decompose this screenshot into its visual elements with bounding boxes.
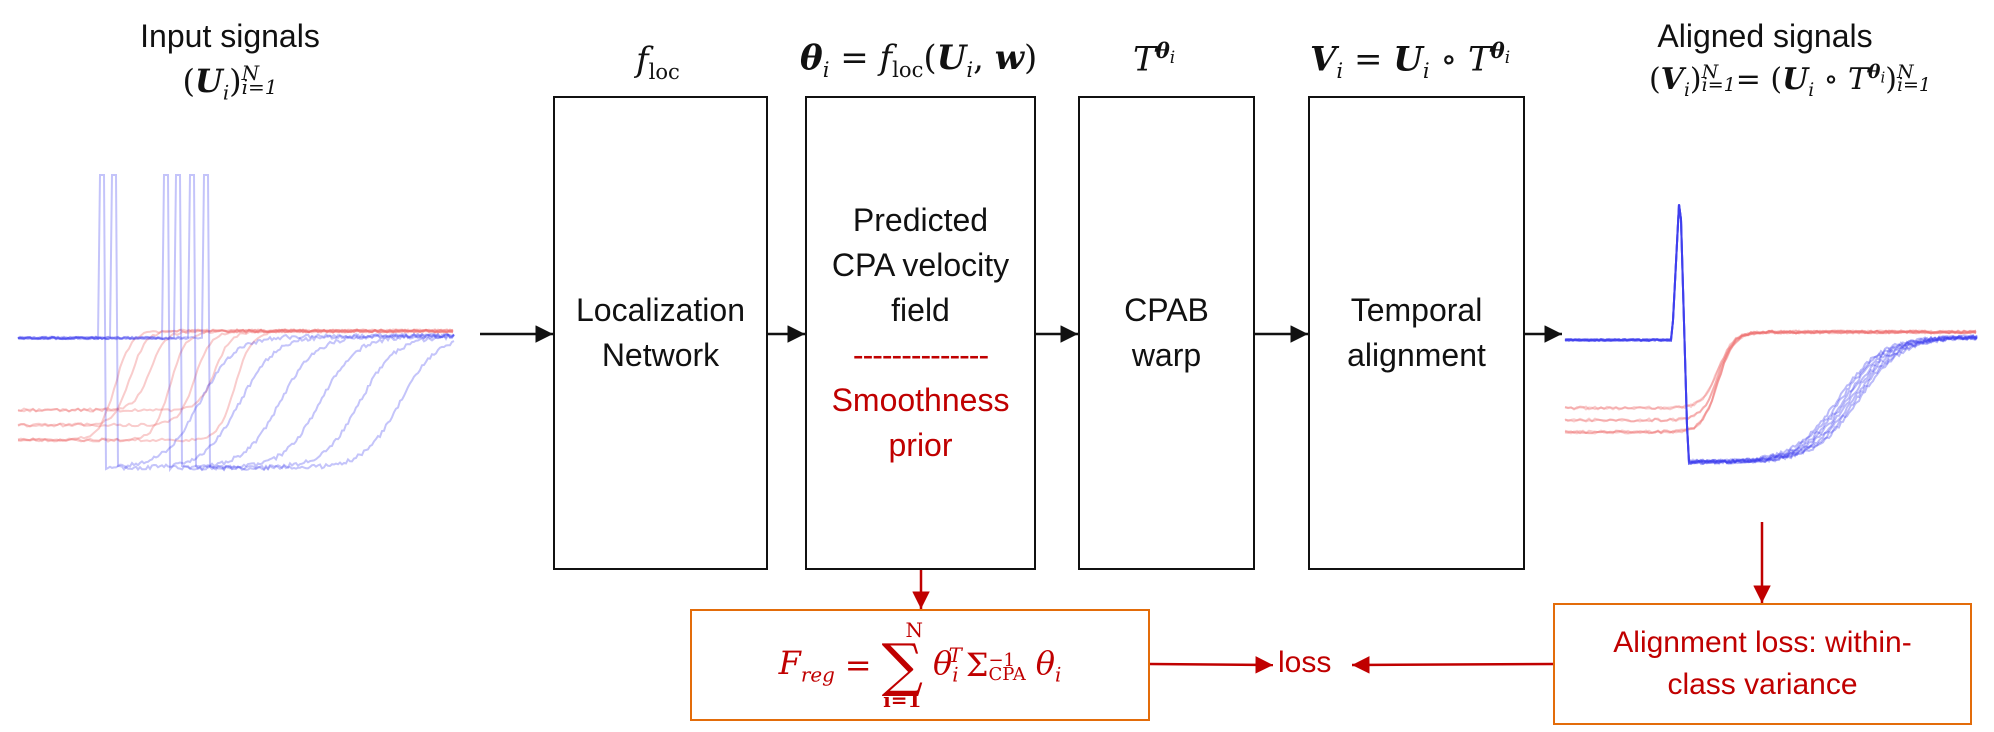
freg-formula: Freg = N ∑ i=1 θiT Σ−1CPA θi bbox=[779, 620, 1062, 710]
input-title: Input signals bbox=[100, 18, 360, 55]
output-math: (Vi)Ni=1= (Ui ∘ Tθi)Ni=1 bbox=[1590, 62, 1990, 101]
floc-header: floc bbox=[636, 40, 680, 84]
network-label: Network bbox=[576, 333, 745, 378]
input-signals-plot bbox=[18, 175, 454, 470]
predicted-velocity-field-box: Predicted CPA velocity field -----------… bbox=[805, 96, 1036, 570]
alignment-label: alignment bbox=[1347, 333, 1486, 378]
arrow-alignment-to-loss bbox=[1352, 664, 1553, 665]
prior-label: prior bbox=[832, 423, 1010, 468]
output-title-text: Aligned signals bbox=[1657, 18, 1872, 54]
localization-network-box: Localization Network bbox=[553, 96, 768, 570]
theta-equation-header: θi = floc(Ui, w) bbox=[800, 38, 1037, 82]
temporal-alignment-box: Temporal alignment bbox=[1308, 96, 1525, 570]
field-label: field bbox=[832, 288, 1010, 333]
cpab-warp-box: CPAB warp bbox=[1078, 96, 1255, 570]
localization-label: Localization bbox=[576, 288, 745, 333]
alignment-loss-line2: class variance bbox=[1613, 664, 1911, 706]
T-theta-header: Tθi bbox=[1133, 38, 1175, 79]
V-equation-header: Vi = Ui ∘ Tθi bbox=[1310, 38, 1510, 83]
input-red-trace bbox=[18, 330, 453, 412]
smoothness-label: Smoothness bbox=[832, 378, 1010, 423]
input-red-trace bbox=[18, 330, 453, 427]
arrow-freg-to-loss bbox=[1150, 664, 1273, 665]
separator-dashes: -------------- bbox=[832, 333, 1010, 378]
output-title: Aligned signals bbox=[1600, 18, 1930, 55]
cpa-velocity-label: CPA velocity bbox=[832, 243, 1010, 288]
loss-text: loss bbox=[1278, 646, 1331, 679]
freg-regularizer-box: Freg = N ∑ i=1 θiT Σ−1CPA θi bbox=[690, 609, 1150, 721]
input-red-trace bbox=[18, 330, 453, 412]
cpab-label: CPAB bbox=[1124, 288, 1209, 333]
predicted-label: Predicted bbox=[832, 198, 1010, 243]
warp-label: warp bbox=[1124, 333, 1209, 378]
aligned-signals-plot bbox=[1565, 204, 1977, 464]
input-title-text: Input signals bbox=[140, 18, 320, 54]
input-red-trace bbox=[18, 330, 453, 427]
temporal-label: Temporal bbox=[1347, 288, 1486, 333]
alignment-loss-box: Alignment loss: within- class variance bbox=[1553, 603, 1972, 725]
alignment-loss-line1: Alignment loss: within- bbox=[1613, 622, 1911, 664]
input-math: (Ui)Ni=1 bbox=[100, 62, 360, 104]
loss-label: loss bbox=[1278, 646, 1331, 680]
